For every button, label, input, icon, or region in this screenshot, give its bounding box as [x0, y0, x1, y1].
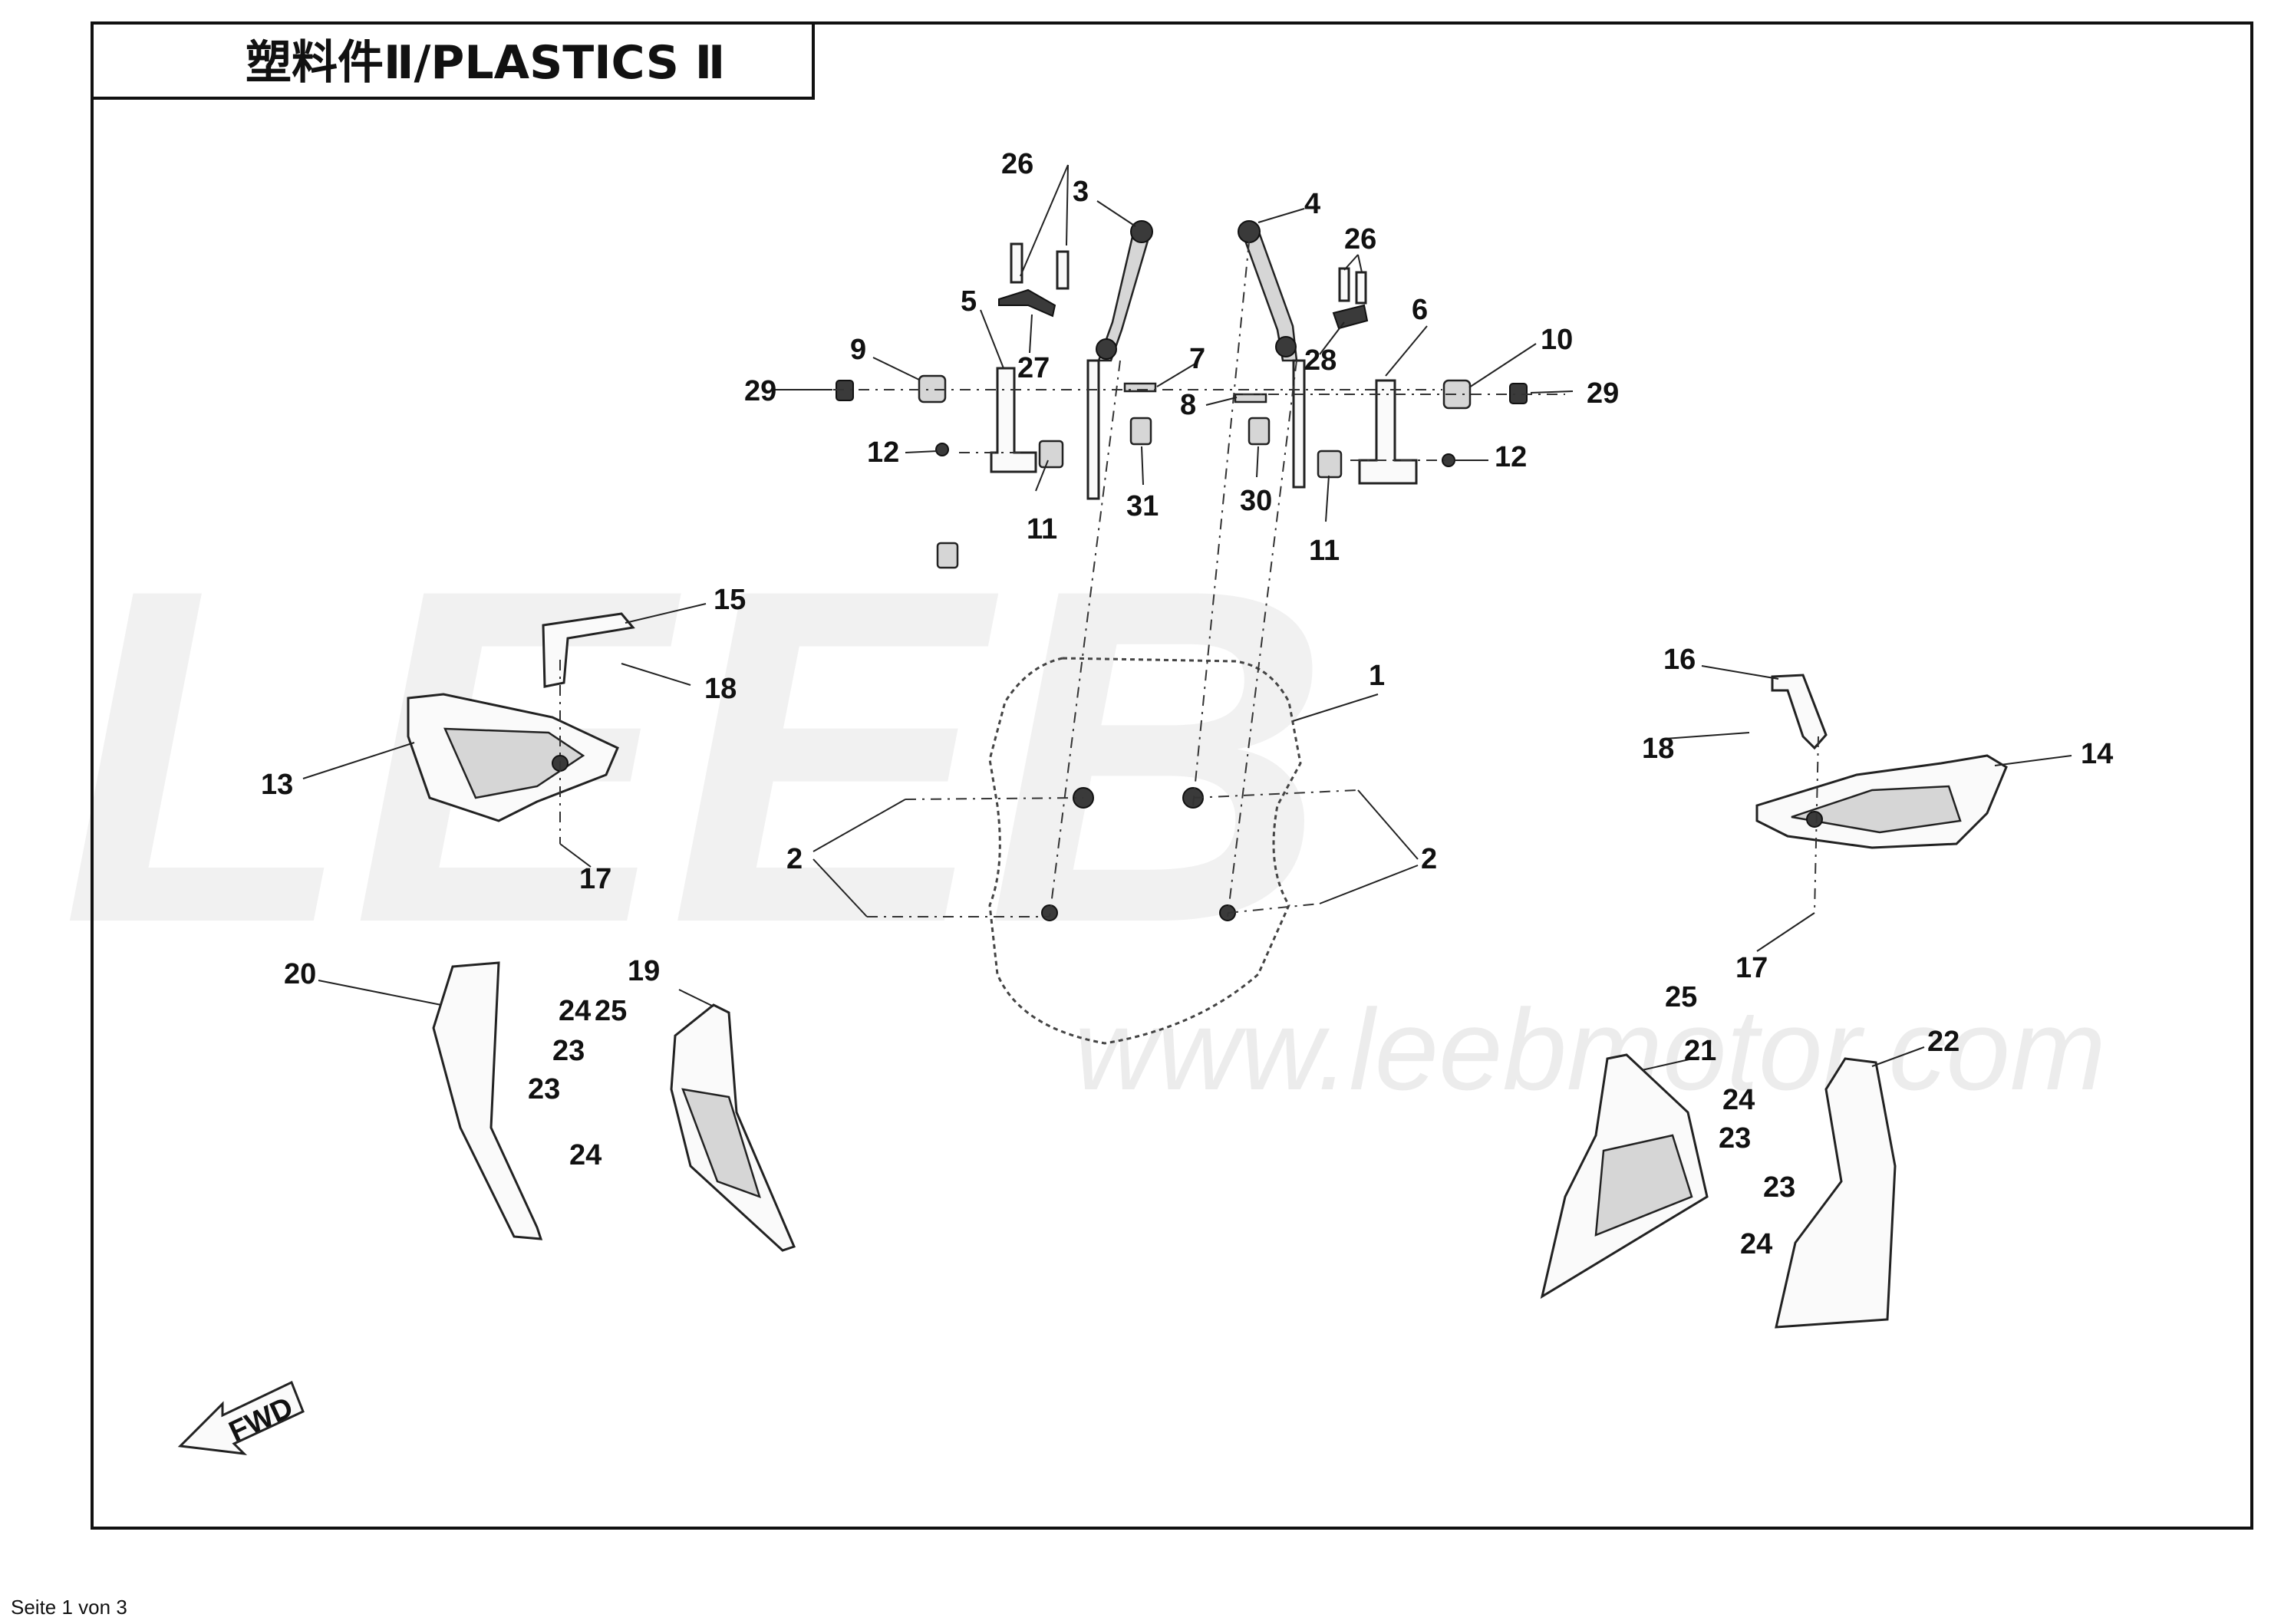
callout-7: 7 — [1189, 343, 1205, 375]
handguard-right — [1755, 674, 2008, 849]
callout-13: 13 — [261, 769, 293, 801]
callout-12-right: 12 — [1495, 441, 1527, 473]
bracket-arm-right — [1238, 220, 1306, 489]
callout-2-right: 2 — [1421, 843, 1437, 875]
callout-15: 15 — [714, 584, 746, 616]
callout-17-left: 17 — [579, 863, 611, 895]
callout-24-b: 24 — [569, 1139, 602, 1171]
callout-17-right: 17 — [1735, 952, 1768, 984]
clip-31 — [1129, 417, 1152, 446]
callout-25-left: 25 — [595, 995, 627, 1027]
callout-23-c: 23 — [1719, 1122, 1751, 1155]
knob-right — [1442, 379, 1472, 410]
watermark-logo: LEEB — [61, 491, 1330, 1022]
diagram-frame — [91, 21, 2253, 1530]
leader-lines — [302, 164, 2072, 1071]
title-box — [91, 21, 815, 100]
callout-23-d: 23 — [1763, 1171, 1795, 1204]
callout-20: 20 — [284, 958, 316, 990]
callout-16: 16 — [1663, 644, 1696, 676]
callout-22: 22 — [1927, 1026, 1960, 1058]
bolts-26-right — [1332, 267, 1369, 330]
callout-9: 9 — [850, 334, 866, 366]
washer-left — [935, 443, 949, 456]
clip-30 — [1248, 417, 1271, 446]
windshield — [988, 657, 1302, 1045]
callout-29-left: 29 — [744, 375, 776, 407]
assembly-lines — [559, 241, 1819, 917]
fwd-arrow: FWD — [177, 1380, 305, 1456]
callout-27: 27 — [1017, 352, 1050, 384]
side-panel-left — [432, 961, 796, 1252]
callout-11-right: 11 — [1309, 535, 1340, 567]
callout-18-right: 18 — [1642, 733, 1674, 765]
bolts-26-left — [998, 242, 1070, 318]
callout-28: 28 — [1304, 344, 1337, 377]
callout-24-d: 24 — [1740, 1228, 1772, 1260]
callout-26-right: 26 — [1344, 223, 1376, 255]
callouts: 1 2 2 3 4 5 6 7 8 9 10 11 11 12 12 13 14… — [261, 148, 2113, 1260]
page-footer: Seite 1 von 3 — [11, 1596, 127, 1619]
clip-loose — [936, 542, 959, 569]
callout-24-a: 24 — [559, 995, 591, 1027]
watermark-url: www.leebmotor.com — [1074, 985, 2106, 1114]
handguard-left — [407, 612, 635, 822]
bracket-right — [1358, 379, 1418, 485]
watermark: LEEB www.leebmotor.com — [61, 491, 2106, 1114]
callout-29-right: 29 — [1587, 377, 1619, 410]
callout-12-left: 12 — [867, 436, 899, 469]
bracket-arm-left — [1086, 220, 1153, 500]
callout-31: 31 — [1126, 490, 1159, 522]
callout-1: 1 — [1369, 660, 1385, 692]
callout-30: 30 — [1240, 485, 1272, 517]
spacer-left — [1038, 440, 1064, 469]
callout-10: 10 — [1541, 324, 1573, 356]
callout-26-left: 26 — [1001, 148, 1033, 180]
callout-3: 3 — [1073, 176, 1089, 208]
callout-18-left: 18 — [704, 673, 737, 705]
callout-8: 8 — [1180, 389, 1196, 421]
callout-14: 14 — [2081, 738, 2113, 770]
callout-19: 19 — [628, 955, 660, 987]
callout-24-c: 24 — [1722, 1084, 1755, 1116]
bracket-left — [990, 367, 1037, 473]
callout-23-a: 23 — [552, 1035, 585, 1067]
callout-2-left: 2 — [786, 843, 803, 875]
callout-6: 6 — [1412, 294, 1428, 326]
callout-25-right: 25 — [1665, 981, 1697, 1013]
diagram-title: 塑料件Ⅱ/PLASTICS Ⅱ — [246, 36, 725, 90]
bolt-8 — [1234, 393, 1267, 404]
bolt-7 — [1123, 382, 1157, 393]
callout-4: 4 — [1304, 188, 1320, 220]
side-panel-right — [1540, 1053, 1897, 1329]
spacer-right — [1317, 450, 1343, 479]
callout-5: 5 — [961, 285, 977, 318]
callout-21: 21 — [1684, 1035, 1716, 1067]
callout-11-left: 11 — [1027, 513, 1057, 545]
callout-23-b: 23 — [528, 1073, 560, 1105]
